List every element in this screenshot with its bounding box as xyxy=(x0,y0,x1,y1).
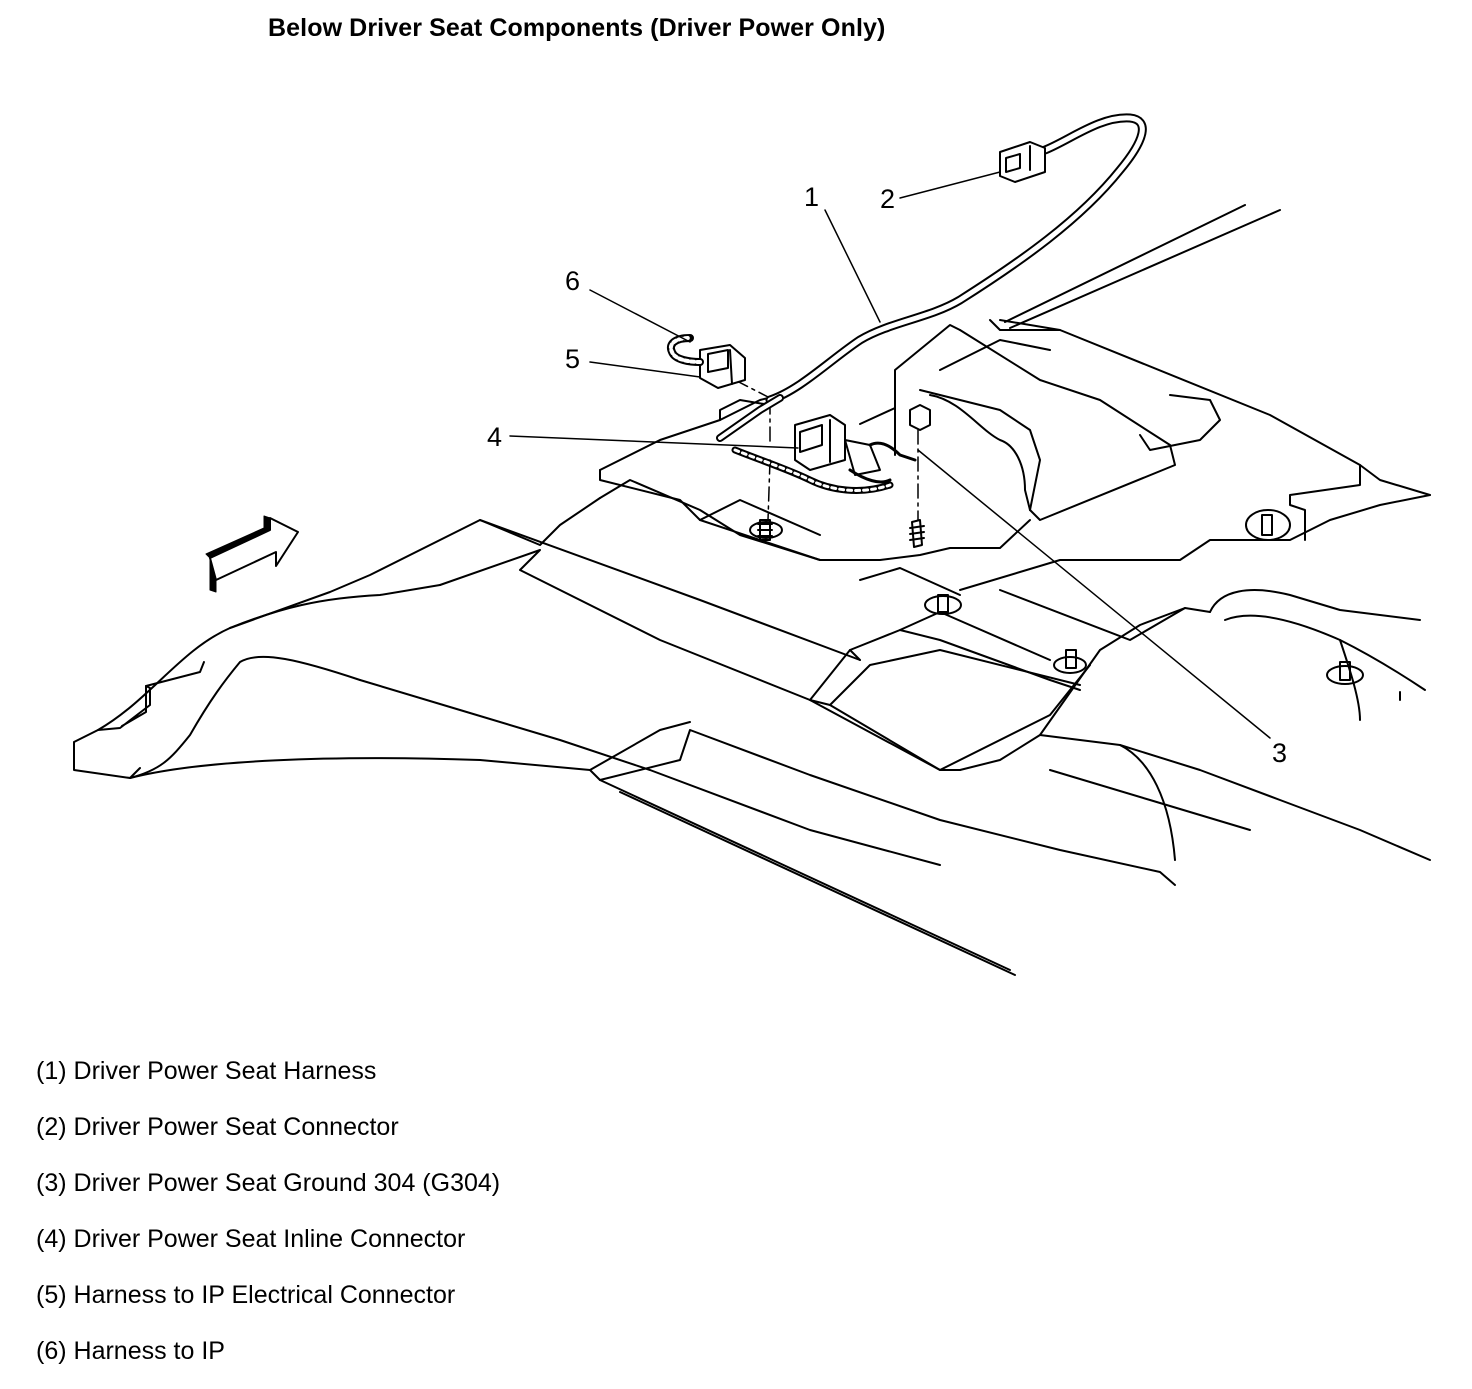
legend-text: Driver Power Seat Connector xyxy=(73,1113,399,1141)
component-legend: (1) Driver Power Seat Harness (2) Driver… xyxy=(36,1053,500,1389)
driver-power-seat-connector xyxy=(999,141,1046,183)
legend-item: (5) Harness to IP Electrical Connector xyxy=(36,1277,500,1333)
legend-item: (2) Driver Power Seat Connector xyxy=(36,1109,500,1165)
legend-item: (1) Driver Power Seat Harness xyxy=(36,1053,500,1109)
leader-lines xyxy=(509,171,1271,739)
legend-item: (4) Driver Power Seat Inline Connector xyxy=(36,1221,500,1277)
legend-text: Driver Power Seat Harness xyxy=(73,1057,377,1085)
diagram-title: Below Driver Seat Components (Driver Pow… xyxy=(268,14,886,42)
legend-number: (4) xyxy=(36,1225,67,1253)
callout-5: 5 xyxy=(565,344,580,374)
callout-4: 4 xyxy=(487,422,502,452)
legend-number: (3) xyxy=(36,1169,67,1197)
callout-3: 3 xyxy=(1272,738,1287,768)
fasteners xyxy=(757,404,1351,681)
legend-text: Driver Power Seat Inline Connector xyxy=(73,1225,466,1253)
legend-text: Driver Power Seat Ground 304 (G304) xyxy=(73,1169,501,1197)
legend-number: (5) xyxy=(36,1281,67,1309)
callout-6: 6 xyxy=(565,266,580,296)
legend-item: (3) Driver Power Seat Ground 304 (G304) xyxy=(36,1165,500,1221)
legend-text: Harness to IP xyxy=(73,1337,225,1365)
inline-connector xyxy=(731,414,917,494)
legend-number: (6) xyxy=(36,1337,67,1365)
forward-arrow-icon xyxy=(205,515,299,593)
seat-components-illustration: 1 2 3 4 6 5 xyxy=(73,113,1431,976)
legend-item: (6) Harness to IP xyxy=(36,1333,500,1389)
callout-2: 2 xyxy=(880,184,895,214)
legend-text: Harness to IP Electrical Connector xyxy=(73,1281,456,1309)
harness-to-ip xyxy=(667,334,704,366)
legend-number: (2) xyxy=(36,1113,67,1141)
floor-pan xyxy=(73,204,1431,976)
callout-1: 1 xyxy=(804,182,819,212)
harness-to-ip-connector xyxy=(699,344,746,389)
legend-number: (1) xyxy=(36,1057,67,1085)
driver-power-seat-harness xyxy=(716,113,1147,442)
